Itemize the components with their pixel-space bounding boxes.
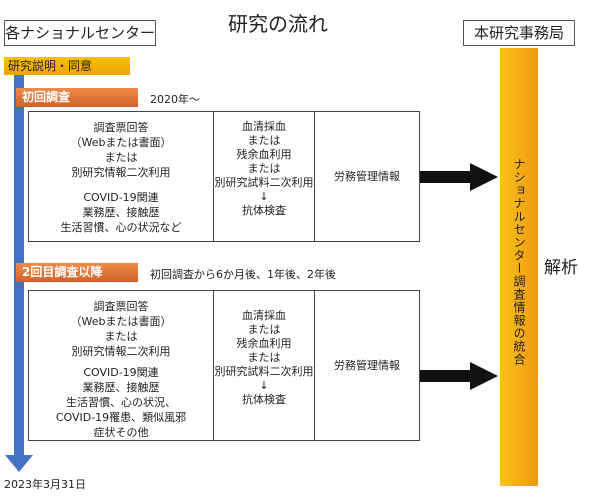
text-line: 生活習慣、心の状況、 bbox=[66, 396, 176, 409]
text-line: 別研究情報二次利用 bbox=[71, 345, 171, 358]
arrow-right-icon bbox=[420, 362, 498, 390]
first-questionnaire-cell: 調査票回答 （Webまたは書面） または 別研究情報二次利用 COVID-19関… bbox=[28, 111, 214, 242]
text-line: 業務歴、接触歴 bbox=[82, 206, 160, 219]
down-arrow-icon: ↓ bbox=[259, 190, 269, 203]
diagram-title: 研究の流れ bbox=[228, 12, 328, 36]
text-line: 抗体検査 bbox=[242, 393, 286, 406]
integration-column bbox=[500, 48, 538, 486]
end-date: 2023年3月31日 bbox=[4, 478, 86, 491]
text-line: 調査票回答 bbox=[93, 300, 149, 313]
text-line: 生活習慣、心の状況など bbox=[60, 221, 182, 234]
text-line: 労務管理情報 bbox=[334, 170, 400, 183]
secretariat-box: 本研究事務局 bbox=[463, 20, 575, 46]
first-survey-period: 2020年～ bbox=[150, 93, 200, 106]
text-line: 症状その他 bbox=[93, 426, 149, 439]
first-survey-bar: 初回調査 bbox=[16, 88, 138, 107]
second-survey-bar: 2回目調査以降 bbox=[16, 263, 138, 282]
text-line: 業務歴、接触歴 bbox=[82, 381, 160, 394]
analysis-label: 解析 bbox=[544, 258, 578, 278]
second-questionnaire-cell: 調査票回答 （Webまたは書面） または 別研究情報二次利用 COVID-19関… bbox=[28, 290, 214, 441]
timeline-arrowhead bbox=[5, 455, 33, 472]
text-line: 抗体検査 bbox=[242, 204, 286, 217]
text-line: （Webまたは書面） bbox=[70, 136, 172, 149]
text-line: COVID-19罹患、類似風邪 bbox=[55, 411, 187, 424]
national-centers-box: 各ナショナルセンター bbox=[4, 20, 156, 46]
text-line: または bbox=[247, 323, 281, 336]
consent-bar: 研究説明・同意 bbox=[4, 57, 130, 75]
text-line: または bbox=[247, 351, 281, 364]
integration-label: ナショナルセンター調査情報の統合 bbox=[512, 158, 526, 366]
text-line: 別研究試料二次利用 bbox=[214, 365, 314, 378]
arrow-right-icon bbox=[420, 163, 498, 191]
text-line: 労務管理情報 bbox=[334, 359, 400, 372]
second-labor-cell: 労務管理情報 bbox=[314, 290, 420, 441]
text-line: 残余血利用 bbox=[236, 337, 292, 350]
text-line: COVID-19関連 bbox=[83, 191, 159, 204]
text-line: （Webまたは書面） bbox=[70, 315, 172, 328]
second-survey-period: 初回調査から6か月後、1年後、2年後 bbox=[150, 268, 336, 281]
text-line: 調査票回答 bbox=[93, 121, 149, 134]
text-line: 別研究情報二次利用 bbox=[71, 166, 171, 179]
text-line: または bbox=[247, 134, 281, 147]
first-blood-cell: 血清採血 または 残余血利用 または 別研究試料二次利用 ↓ 抗体検査 bbox=[213, 111, 315, 242]
first-labor-cell: 労務管理情報 bbox=[314, 111, 420, 242]
text-line: または bbox=[104, 151, 138, 164]
down-arrow-icon: ↓ bbox=[259, 379, 269, 392]
text-line: 残余血利用 bbox=[236, 148, 292, 161]
text-line: 血清採血 bbox=[242, 309, 286, 322]
text-line: 血清採血 bbox=[242, 120, 286, 133]
second-blood-cell: 血清採血 または 残余血利用 または 別研究試料二次利用 ↓ 抗体検査 bbox=[213, 290, 315, 441]
text-line: 別研究試料二次利用 bbox=[214, 176, 314, 189]
text-line: COVID-19関連 bbox=[83, 366, 159, 379]
text-line: または bbox=[247, 162, 281, 175]
text-line: または bbox=[104, 330, 138, 343]
